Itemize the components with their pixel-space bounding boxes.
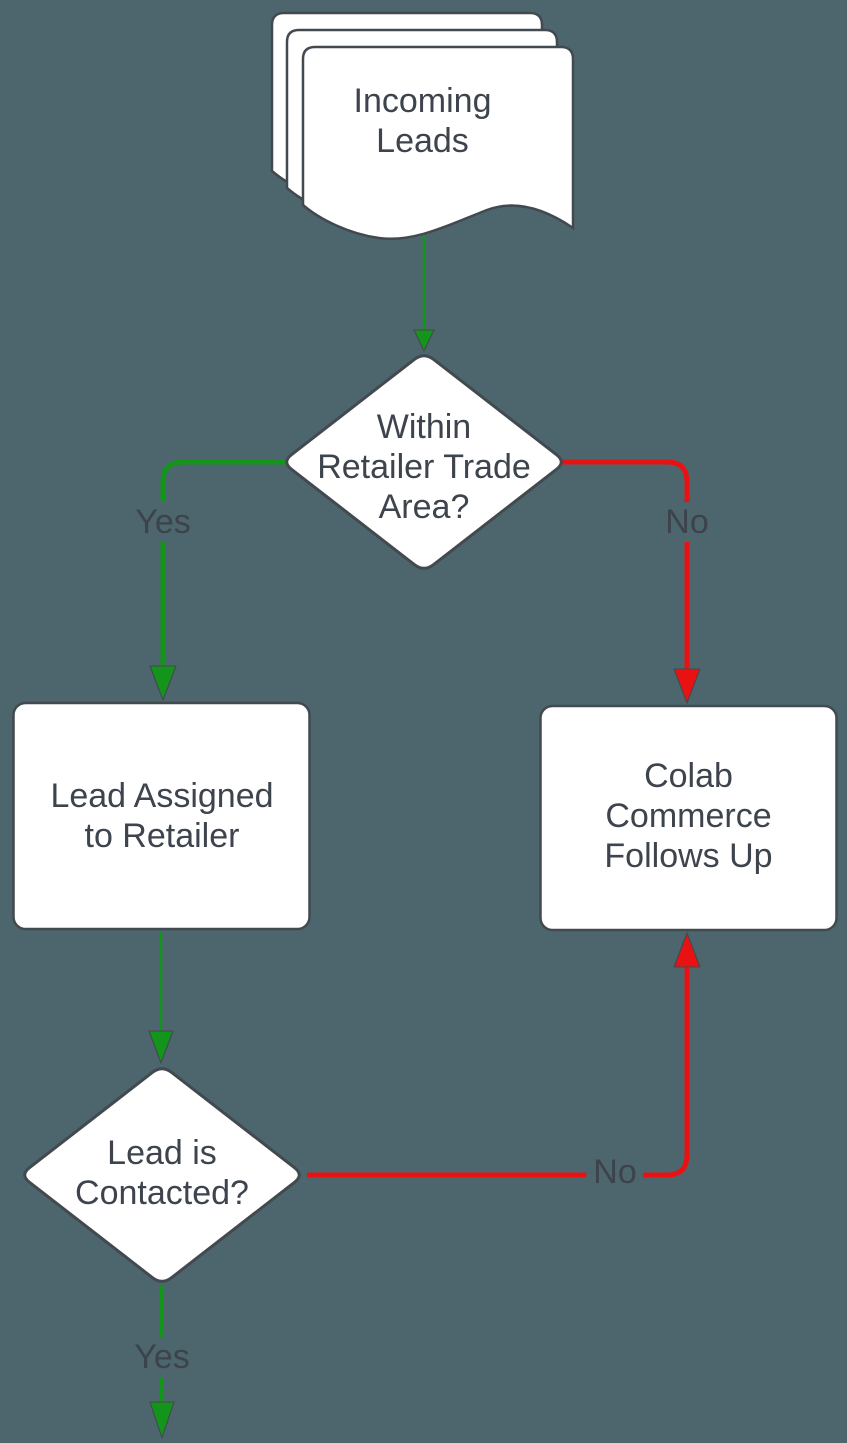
document-page-front — [301, 45, 575, 241]
arrowhead-down-icon — [673, 668, 701, 704]
node-incoming-leads-shape — [270, 11, 575, 241]
edge-tradearea-no — [562, 459, 701, 704]
arrowhead-down-icon — [413, 329, 435, 352]
arrowhead-down-icon — [149, 1401, 175, 1439]
edge-tradearea-yes — [149, 459, 286, 701]
edge-contacted-no — [307, 932, 701, 1178]
arrowhead-down-icon — [148, 1030, 174, 1064]
node-lead-assigned-shape — [12, 701, 311, 931]
edge-contacted-yes — [149, 1286, 175, 1439]
node-within-trade-area-shape — [285, 354, 563, 570]
node-lead-contacted-shape — [23, 1067, 301, 1283]
edge-line — [160, 459, 286, 668]
edge-incoming-to-tradearea — [413, 226, 435, 352]
arrowhead-up-icon — [673, 932, 701, 968]
arrowhead-down-icon — [149, 665, 177, 701]
edge-assigned-to-contacted — [148, 931, 174, 1064]
node-colab-commerce-shape — [539, 704, 838, 932]
edge-line — [307, 966, 690, 1178]
edge-line — [562, 459, 690, 671]
